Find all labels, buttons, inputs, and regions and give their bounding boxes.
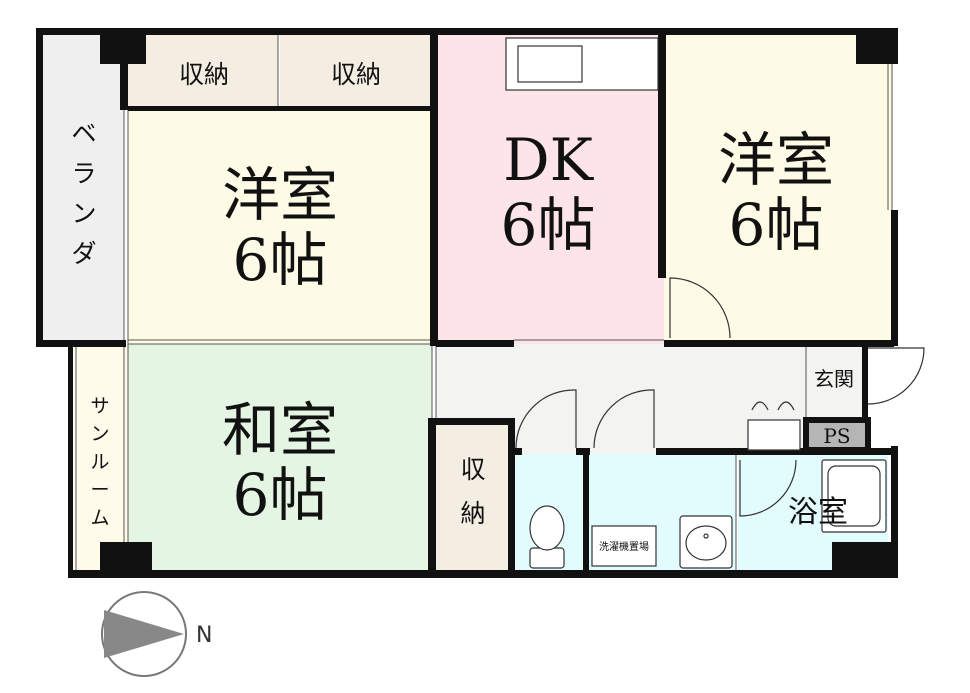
ps-label: PS: [823, 424, 850, 448]
entrance-area: [806, 344, 866, 420]
svg-text:ン: ン: [71, 199, 96, 228]
storage-mid-label-1: 収: [460, 455, 485, 484]
north-label: N: [196, 623, 212, 648]
storage-top-left-label: 収納: [179, 60, 229, 89]
dk-name: DK: [503, 126, 595, 194]
svg-text:ル: ル: [90, 451, 109, 473]
storage-top-right-label: 収納: [331, 60, 381, 89]
svg-text:ム: ム: [90, 507, 109, 529]
japanese-room-area: [128, 344, 432, 574]
japanese-room-name: 和室: [222, 396, 338, 464]
storage-top-left-area: [128, 34, 278, 110]
svg-text:ラ: ラ: [71, 159, 96, 188]
western-room-2-name: 洋室: [718, 126, 834, 194]
wash-basin-icon: [679, 515, 733, 569]
door-toilet: [515, 389, 577, 449]
washer-space: [591, 525, 657, 567]
japanese-room-size: 6帖: [233, 461, 328, 529]
bathroom-label: 浴室: [788, 495, 848, 530]
western-room-2-area: [664, 34, 892, 344]
dk-size: 6帖: [501, 191, 596, 259]
svg-text:ン: ン: [90, 423, 109, 445]
sunroom-area: [72, 344, 128, 574]
storage-top-right-area: [280, 34, 430, 110]
door-entrance: [867, 347, 925, 405]
sunroom-label: サ ン ル ー ム: [90, 395, 109, 529]
western-room-1-area: [128, 110, 432, 344]
western-room-1-name: 洋室: [222, 161, 338, 229]
svg-text:ベ: ベ: [71, 119, 96, 148]
kitchen-sink: [517, 45, 583, 83]
storage-mid-area: [436, 422, 510, 574]
entrance-label: 玄関: [814, 367, 854, 391]
door-western2: [669, 277, 731, 339]
veranda-area: [42, 34, 124, 344]
toilet-icon: [529, 505, 565, 569]
svg-text:ダ: ダ: [71, 239, 96, 268]
bathtub-icon: [821, 459, 887, 533]
storage-mid-label-2: 納: [460, 499, 485, 528]
veranda-label: ベ ラ ン ダ: [71, 119, 96, 268]
svg-text:サ: サ: [90, 395, 109, 417]
shoe-cabinet: [747, 419, 801, 451]
door-bathroom: [739, 459, 797, 517]
western-room-2-size: 6帖: [729, 191, 824, 259]
compass-icon: N: [101, 591, 212, 677]
washer-label: 洗濯機置場: [599, 540, 649, 553]
ps-box: [803, 417, 871, 453]
svg-text:ー: ー: [90, 479, 109, 501]
door-washroom: [593, 389, 655, 449]
western-room-1-size: 6帖: [233, 226, 328, 294]
